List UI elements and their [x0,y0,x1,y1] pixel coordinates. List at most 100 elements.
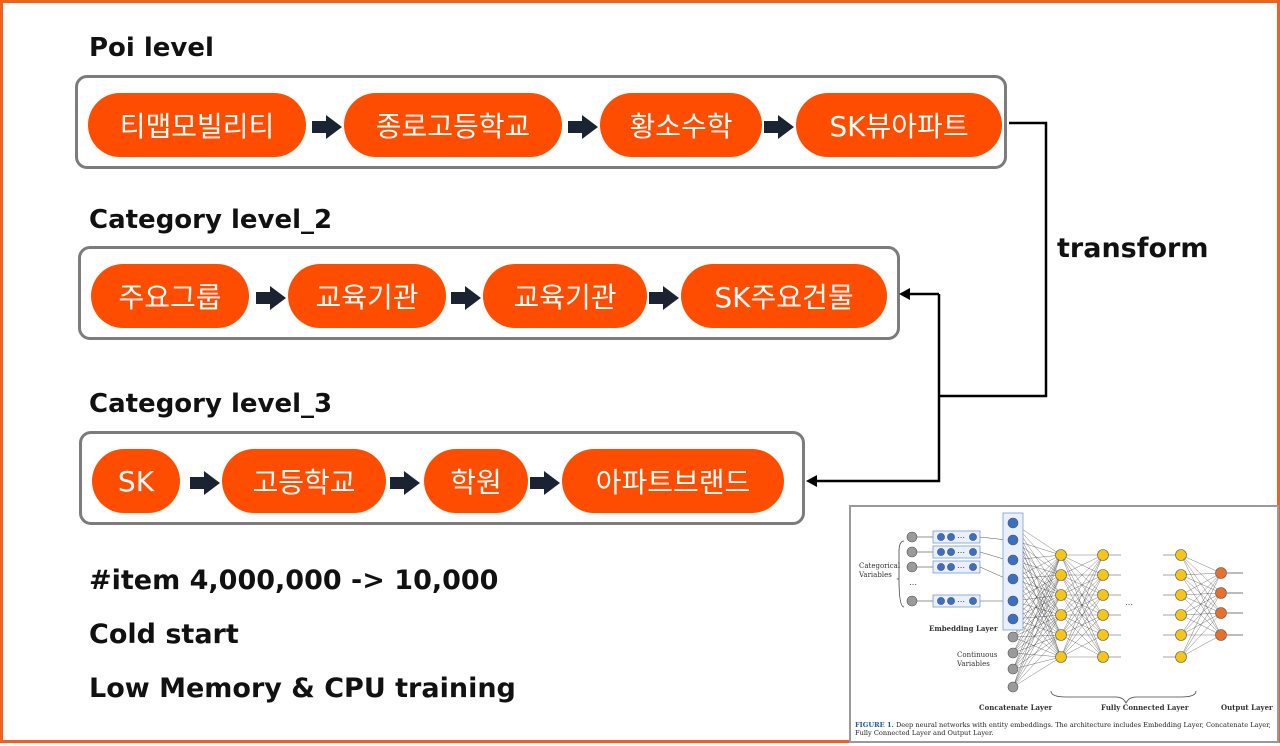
embedding-node [937,548,945,556]
arrow-right-icon [190,471,220,495]
poi-level-group: 티맵모빌리티 종로고등학교 황소수학 SK뷰아파트 [75,75,1007,169]
network-edge [1012,554,1062,688]
network-edge [1012,554,1062,670]
transform-label: transform [1057,233,1209,264]
category2-level-title: Category level_2 [89,205,333,235]
fully-connected-bracket [1050,690,1197,704]
neural-network-diagram: ⋯⋯⋯⋯⋯⋯ Categorical Variables Embedding L… [858,512,1273,712]
figure-caption-text: Deep neural networks with entity embeddi… [855,721,1271,737]
network-edge [1012,594,1062,688]
output-node [1215,567,1227,579]
continuous-label-line2: Variables [956,660,990,668]
network-edge [1012,634,1062,670]
hidden-node [1175,589,1187,601]
embedding-vector-box [932,594,981,608]
poi-item-3: 황소수학 [600,93,762,157]
concatenate-node [1007,517,1019,529]
network-edge [1060,554,1104,636]
category2-level-group: 주요그룹 교육기관 교육기관 SK주요건물 [78,246,900,340]
embedding-node [969,533,977,541]
network-edge [1012,614,1062,688]
category2-item-2: 교육기관 [288,264,446,328]
embedding-node [937,597,945,605]
hidden-node [1055,651,1067,663]
ellipsis-mark: ⋯ [957,563,965,572]
network-edge [1180,572,1222,576]
network-edge [1012,574,1062,670]
network-edge [1180,592,1222,658]
category2-item-1: 주요그룹 [91,264,249,328]
ellipsis-mark: ⋯ [957,597,965,606]
category3-level-title: Category level_3 [89,389,333,419]
hidden-node [1097,609,1109,621]
entity-embedding-figure: ⋯⋯⋯⋯⋯⋯ Categorical Variables Embedding L… [849,505,1279,743]
embedding-vector-box [932,545,981,559]
concatenate-column-box [1002,512,1024,631]
network-edge [1180,572,1222,616]
network-edge [1012,634,1062,654]
network-edge [1060,634,1104,658]
arrow-right-icon [312,115,342,139]
output-node [1215,607,1227,619]
arrow-right-icon [764,115,794,139]
category3-item-2: 고등학교 [222,449,386,513]
poi-item-4: SK뷰아파트 [796,93,1002,157]
network-edge [1012,574,1062,654]
network-edge [1060,554,1104,658]
network-edge [1012,594,1062,654]
hidden-node [1097,651,1109,663]
network-edge [1012,656,1062,688]
hidden-node [1097,589,1109,601]
categorical-label-line2: Variables [858,571,892,579]
network-edge [1060,574,1104,658]
categorical-input-node [906,561,918,573]
categorical-input-node [906,531,918,543]
network-edge [1180,612,1222,658]
ellipsis-mark: ⋯ [957,533,965,542]
figure-caption: FIGURE 1. Deep neural networks with enti… [855,721,1277,737]
categorical-bracket [896,540,905,608]
embedding-layer-label: Embedding Layer [929,624,998,633]
hidden-node [1175,549,1187,561]
hidden-node [1055,589,1067,601]
hidden-node [1175,569,1187,581]
continuous-input-node [1007,631,1019,643]
network-edge [1180,574,1222,636]
concatenate-node [1007,595,1019,607]
arrow-right-icon [649,286,679,310]
hidden-node [1055,609,1067,621]
concatenate-node [1007,534,1019,546]
arrow-right-icon [390,471,420,495]
embedding-node [947,563,955,571]
embedding-node [947,548,955,556]
network-edge [1180,572,1222,636]
network-edge [979,536,1008,541]
categorical-input-node [906,595,918,607]
concatenate-layer-label: Concatenate Layer [979,703,1053,712]
network-edge [1180,554,1222,636]
note-low-memory: Low Memory & CPU training [89,673,516,704]
network-connections [912,522,1243,688]
note-cold-start: Cold start [89,619,239,650]
categorical-label-line1: Categorical [859,562,901,570]
concatenate-node [1007,554,1019,566]
network-edge [1012,554,1062,654]
network-edge [1012,574,1062,688]
network-edge [1012,614,1062,654]
concatenate-node [1007,613,1019,625]
network-edge [1012,652,1062,658]
ellipsis-mark: ⋯ [1125,600,1133,609]
hidden-node [1175,651,1187,663]
category3-level-group: SK 고등학교 학원 아파트브랜드 [79,431,805,525]
poi-item-2: 종로고등학교 [344,93,562,157]
network-edge [1012,634,1062,688]
category3-item-4: 아파트브랜드 [562,449,784,513]
embedding-node [969,548,977,556]
hidden-node [1055,549,1067,561]
arrow-right-icon [568,115,598,139]
poi-level-title: Poi level [89,33,214,63]
network-edge [1180,612,1222,636]
category3-item-1: SK [92,449,180,513]
embedding-vector-box [932,530,981,544]
